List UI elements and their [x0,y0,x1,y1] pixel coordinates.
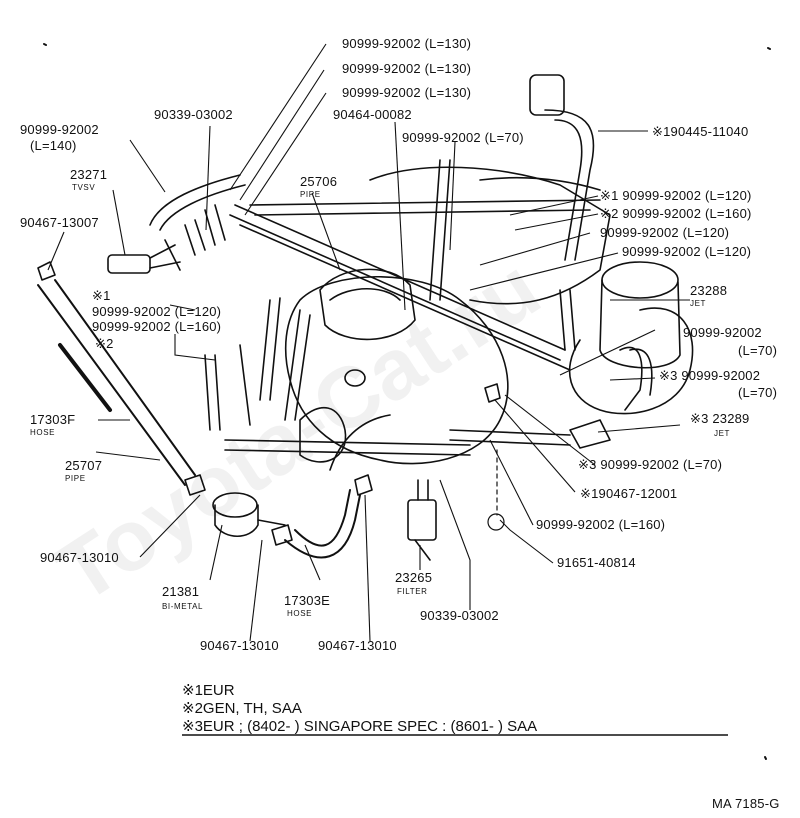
label-17303e-hose: HOSE [287,609,313,618]
pipe-25706 [229,204,571,371]
clip-13007 [37,261,56,281]
pipe-bundle-upper [249,199,601,216]
label-90467-13010-a: 90467-13010 [40,550,119,565]
label-23265-filter: FILTER [397,587,428,596]
label-right-90999-92002: 90999-92002 [683,325,762,340]
label-90999-92002-l70-top: 90999-92002 (L=70) [402,130,524,145]
stray-marks [43,43,771,760]
label-90999-92002-l120-b: 90999-92002 (L=120) [622,244,752,259]
clip-13010-c [354,474,373,496]
label-star3-90999-92002-length: (L=70) [738,385,778,400]
label-23288: 23288 [690,283,728,298]
label-21381-bimetal: BI-METAL [162,602,204,611]
jet-housing [601,261,679,299]
label-90467-13007: 90467-13007 [20,215,99,230]
label-90467-13010-b: 90467-13010 [200,638,279,653]
diagram-code: MA 7185-G [712,796,780,811]
valve-cover [568,307,694,415]
label-90999-92002-l140-length: (L=140) [30,138,77,153]
label-17303f-hose: HOSE [30,428,56,437]
label-90999-92002-l160-bottom: 90999-92002 (L=160) [536,517,666,532]
label-90999-92002-l130-c: 90999-92002 (L=130) [342,85,472,100]
throttle-body [319,268,416,341]
label-23271: 23271 [70,167,108,182]
label-90999-92002-l130-b: 90999-92002 (L=130) [342,61,472,76]
note-3: ※3EUR ; (8402- ) SINGAPORE SPEC : (8601-… [182,718,538,735]
jet-23289 [569,419,611,449]
label-190445-11040: ※190445-11040 [652,124,749,139]
pipe-25707 [224,439,471,456]
label-star3-90999-92002: ※3 90999-92002 [659,368,761,383]
note-2: ※2GEN, TH, SAA [182,700,302,717]
label-90999-92002-l130-a: 90999-92002 (L=130) [342,36,472,51]
label-90999-92002-l120-a: 90999-92002 (L=120) [600,225,730,240]
clip-13010-b [271,524,293,546]
engine-block [284,275,509,465]
filter-23265 [407,499,437,541]
hose-17303f [37,279,196,486]
label-90339-03002-bottom: 90339-03002 [420,608,499,623]
leader-lines [47,43,728,736]
hose-l140 [149,174,246,231]
label-90467-13010-c: 90467-13010 [318,638,397,653]
label-91651-40814: 91651-40814 [557,555,636,570]
label-star2-90999-92002-l160: ※2 90999-92002 (L=160) [600,206,752,221]
label-23289: ※3 23289 [690,411,750,426]
label-25707-pipe: PIPE [65,474,86,483]
label-23265: 23265 [395,570,433,585]
label-23289-jet: JET [714,429,731,438]
bracket [299,406,347,463]
label-25707: 25707 [65,458,103,473]
label-star1-left: ※1 [92,288,111,303]
label-21381: 21381 [162,584,200,599]
label-25706-pipe: PIPE [300,190,321,199]
label-17303e: 17303E [284,593,331,608]
label-star3-90999-92002-l70-bottom: ※3 90999-92002 (L=70) [578,457,723,472]
label-star1-90999-92002-l120: ※1 90999-92002 (L=120) [600,188,752,203]
hose-17303e [284,489,361,559]
label-90464-00082: 90464-00082 [333,107,412,122]
clip-13010-a [184,474,206,496]
label-190467-12001: ※190467-12001 [580,486,678,501]
label-right-90999-92002-length: (L=70) [738,343,778,358]
label-25706: 25706 [300,174,338,189]
label-23271-tvsv: TVSV [72,183,96,192]
label-left-90999-92002-l120: 90999-92002 (L=120) [92,304,222,319]
engine-drawing [37,74,694,561]
hose-upper-right [544,109,595,261]
label-left-90999-92002-l160: 90999-92002 (L=160) [92,319,222,334]
label-90999-92002-l140: 90999-92002 [20,122,99,137]
intake-manifold [369,166,611,305]
valve-top [529,74,565,116]
note-1: ※1EUR [182,682,235,699]
label-star2-left: ※2 [95,336,114,351]
label-17303f: 17303F [30,412,76,427]
tvsv-body [107,254,151,274]
clip-12001 [484,383,501,403]
marker-b [487,513,505,531]
label-90339-03002-top: 90339-03002 [154,107,233,122]
bimetal-valve [212,492,258,518]
label-23288-jet: JET [690,299,707,308]
